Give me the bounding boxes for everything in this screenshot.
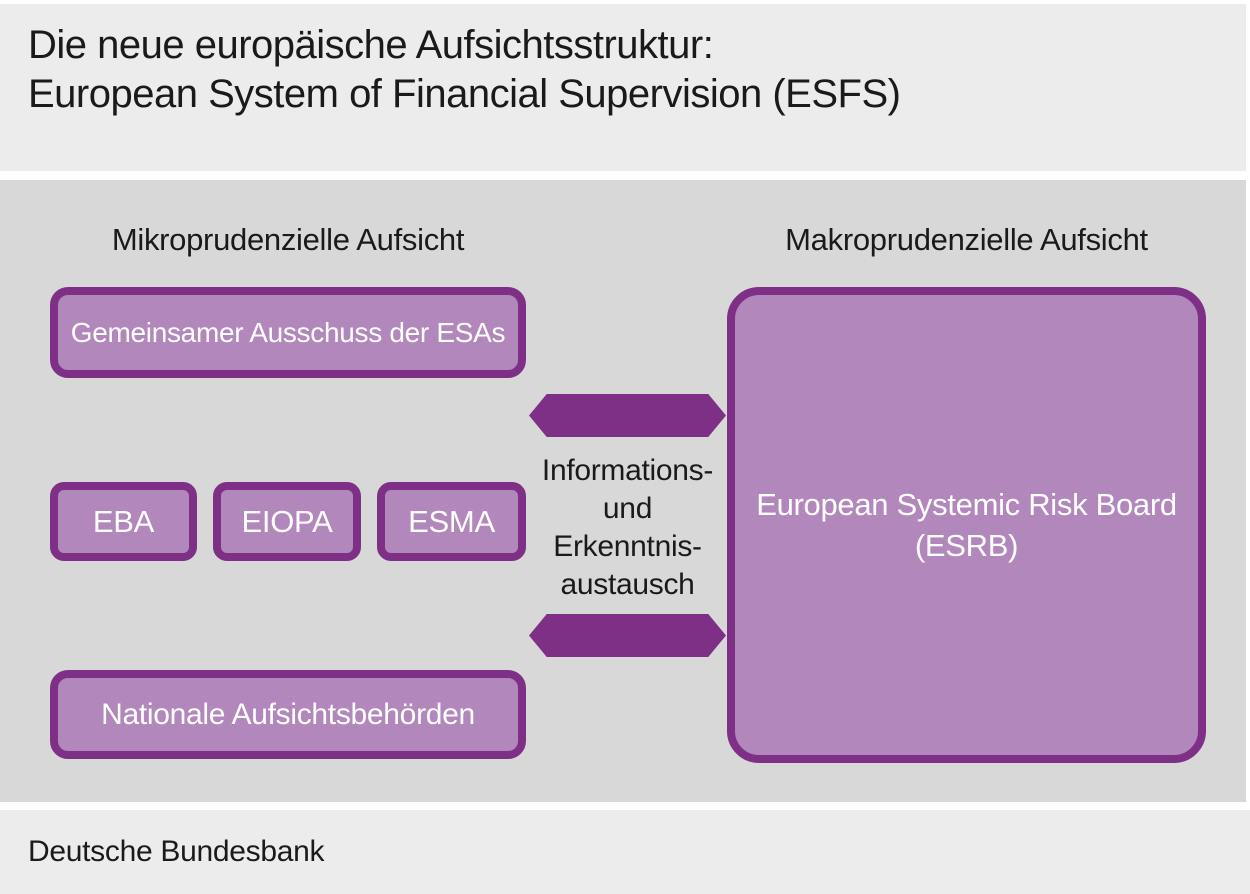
page-title-line1: Die neue europäische Aufsichtsstruktur: bbox=[28, 23, 714, 67]
national-authorities-box: Nationale Aufsichtsbehörden bbox=[50, 670, 526, 759]
eba-box: EBA bbox=[50, 482, 197, 561]
page-title-line2: European System of Financial Supervision… bbox=[28, 72, 901, 116]
exchange-line: und bbox=[602, 492, 653, 525]
macro-column-header: Makroprudenzielle Aufsicht bbox=[785, 222, 1148, 257]
esma-label: ESMA bbox=[408, 503, 495, 539]
source-attribution: Deutsche Bundesbank bbox=[28, 835, 325, 868]
footer-band: Deutsche Bundesbank bbox=[0, 810, 1250, 894]
micro-column-header: Mikroprudenzielle Aufsicht bbox=[111, 222, 465, 257]
esrb-label-line2: (ESRB) bbox=[914, 528, 1019, 563]
esma-box: ESMA bbox=[377, 482, 526, 561]
eiopa-box: EIOPA bbox=[213, 482, 361, 561]
exchange-line: austausch bbox=[560, 568, 695, 601]
title-band: Die neue europäische Aufsichtsstruktur: … bbox=[0, 4, 1246, 171]
national-authorities-label: Nationale Aufsichtsbehörden bbox=[101, 697, 475, 731]
joint-committee-label: Gemeinsamer Ausschuss der ESAs bbox=[70, 316, 506, 348]
esrb-box: European Systemic Risk Board (ESRB) bbox=[727, 287, 1206, 763]
double-arrow-icon bbox=[529, 614, 726, 657]
esrb-label-line1: European Systemic Risk Board bbox=[756, 487, 1177, 522]
eba-label: EBA bbox=[92, 503, 155, 539]
joint-committee-box: Gemeinsamer Ausschuss der ESAs bbox=[50, 287, 526, 378]
eiopa-label: EIOPA bbox=[241, 503, 333, 539]
exchange-line: Informations- bbox=[541, 454, 714, 487]
page-title: Die neue europäische Aufsichtsstruktur: … bbox=[28, 21, 901, 119]
diagram-area: Mikroprudenzielle Aufsicht Makroprudenzi… bbox=[0, 180, 1246, 802]
exchange-line: Erkenntnis- bbox=[553, 530, 702, 563]
double-arrow-icon bbox=[529, 394, 726, 437]
information-exchange-label: Informations- und Erkenntnis- austausch bbox=[505, 452, 750, 604]
